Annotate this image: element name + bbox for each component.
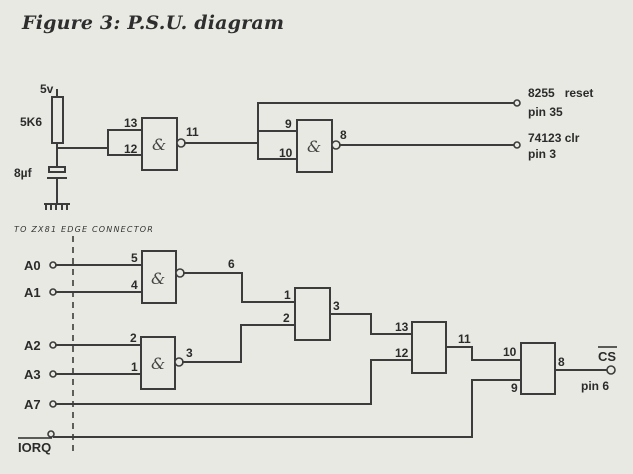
nand-gate-2: & 9 10 8 xyxy=(279,117,347,173)
gate-5: 1 2 3 xyxy=(283,287,340,341)
inverter-bubble xyxy=(175,268,185,278)
pin-label: 13 xyxy=(124,116,138,130)
pin-label: 12 xyxy=(124,142,138,156)
resistor-label: 5K6 xyxy=(20,115,42,129)
wire-g4-out xyxy=(182,324,296,363)
input-label: A0 xyxy=(24,258,41,273)
nand-gate-1: & 13 12 11 xyxy=(124,116,199,171)
output-74123-label: 74123 clr xyxy=(528,131,580,145)
output-cs-pin: pin 6 xyxy=(581,379,609,393)
pin-label: 9 xyxy=(285,117,292,131)
inverter-bubble xyxy=(174,357,184,367)
input-terminal xyxy=(47,430,55,438)
output-8255-pin: pin 35 xyxy=(528,105,563,119)
pin-label: 12 xyxy=(395,346,409,360)
edge-connector-note: TO ZX81 EDGE CONNECTOR xyxy=(14,225,154,234)
gate2-input-tie xyxy=(257,130,298,160)
resistor xyxy=(51,96,64,144)
reset-rc-circuit: 5v 5K6 8µf xyxy=(14,82,143,210)
pin-label: 11 xyxy=(458,332,471,346)
pin-label: 6 xyxy=(228,257,235,271)
wire-g5-out xyxy=(329,313,413,335)
output-8255-label: 8255 reset xyxy=(528,86,593,100)
input-label: A1 xyxy=(24,285,41,300)
wire-reset-8255 xyxy=(257,102,515,132)
and-symbol: & xyxy=(307,137,321,156)
gate-7: 10 9 8 xyxy=(503,342,565,395)
output-74123-pin: pin 3 xyxy=(528,147,556,161)
and-symbol: & xyxy=(152,135,166,154)
figure-title: Figure 3: P.S.U. diagram xyxy=(22,12,285,34)
pin-label: 8 xyxy=(340,128,347,142)
gate1-input-tie xyxy=(107,129,143,156)
output-cs-label: CS xyxy=(598,349,616,364)
input-a0: A0 xyxy=(24,258,143,273)
and-symbol: & xyxy=(151,269,165,288)
input-iorq: IORQ xyxy=(18,379,522,455)
pin-label: 9 xyxy=(511,381,518,395)
wire-g6-out xyxy=(445,346,522,361)
input-label: A7 xyxy=(24,397,41,412)
pin-label: 10 xyxy=(503,345,517,359)
terminal-cs xyxy=(606,365,616,375)
nand-gate-3: & 5 4 6 xyxy=(131,250,235,304)
pin-label: 5 xyxy=(131,251,138,265)
inverter-bubble xyxy=(331,140,341,150)
nand-gate-4: & 2 1 3 xyxy=(130,331,193,390)
capacitor-label: 8µf xyxy=(14,166,33,180)
pin-label: 10 xyxy=(279,146,293,160)
capacitor-plate-top xyxy=(48,166,66,173)
pin-label: 2 xyxy=(130,331,137,345)
gate-6: 13 12 11 xyxy=(395,320,471,374)
pin-label: 1 xyxy=(284,288,291,302)
pin-label: 2 xyxy=(283,311,290,325)
terminal-74123-clr xyxy=(513,141,521,149)
input-label: A2 xyxy=(24,338,41,353)
input-a7: A7 xyxy=(24,359,413,412)
and-symbol: & xyxy=(151,354,165,373)
pin-label: 11 xyxy=(186,125,199,139)
terminal-8255-reset xyxy=(513,99,521,107)
pin-label: 3 xyxy=(186,346,193,360)
pin-label: 4 xyxy=(131,278,138,292)
pin-label: 3 xyxy=(333,299,340,313)
pin-label: 1 xyxy=(131,360,138,374)
input-label: A3 xyxy=(24,367,41,382)
ground-icon xyxy=(44,203,70,210)
input-a2: A2 xyxy=(24,338,142,353)
supply-label: 5v xyxy=(40,82,54,96)
inverter-bubble xyxy=(176,138,186,148)
wire-g3-out xyxy=(183,272,296,303)
pin-label: 8 xyxy=(558,355,565,369)
input-label: IORQ xyxy=(18,440,51,455)
input-a1: A1 xyxy=(24,285,143,300)
input-a3: A3 xyxy=(24,367,142,382)
pin-label: 13 xyxy=(395,320,409,334)
